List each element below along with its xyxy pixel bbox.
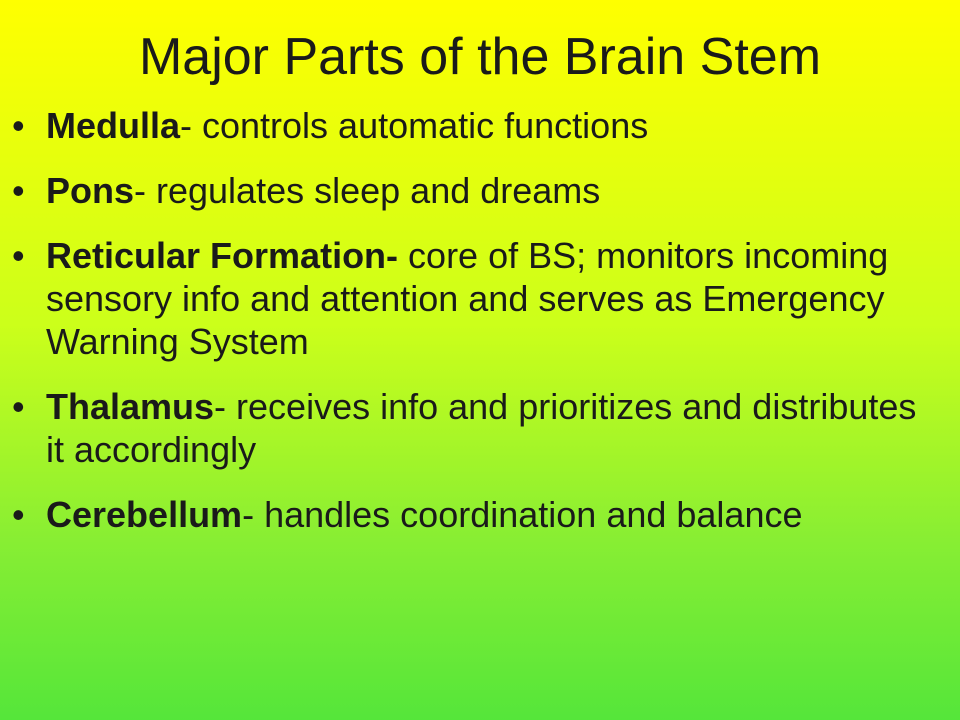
bullet-text: - handles coordination and balance — [242, 494, 803, 535]
bullet-term: Reticular Formation- — [46, 235, 399, 276]
bullet-item-thalamus: • Thalamus- receives info and prioritize… — [0, 385, 960, 471]
bullet-term: Medulla — [46, 105, 181, 146]
bullet-dot-icon: • — [12, 235, 25, 276]
bullet-text: - receives info and prioritizes and dist… — [46, 386, 917, 470]
bullet-dot-icon: • — [12, 494, 25, 535]
bullet-term: Thalamus — [46, 386, 215, 427]
bullet-dot-icon: • — [12, 170, 25, 211]
bullet-text: core of BS; monitors incoming sensory in… — [46, 235, 889, 362]
bullet-list: • Medulla- controls automatic functions … — [0, 104, 960, 558]
bullet-text: - controls automatic functions — [180, 105, 649, 146]
bullet-term: Cerebellum — [46, 494, 243, 535]
slide-title: Major Parts of the Brain Stem — [138, 28, 822, 86]
bullet-item-pons: • Pons- regulates sleep and dreams — [0, 169, 960, 212]
bullet-dot-icon: • — [12, 386, 25, 427]
bullet-item-reticular-formation: • Reticular Formation- core of BS; monit… — [0, 234, 960, 363]
bullet-term: Pons — [46, 170, 135, 211]
bullet-item-cerebellum: • Cerebellum- handles coordination and b… — [0, 493, 960, 536]
bullet-item-medulla: • Medulla- controls automatic functions — [0, 104, 960, 147]
bullet-text: - regulates sleep and dreams — [134, 170, 601, 211]
bullet-dot-icon: • — [12, 105, 25, 146]
